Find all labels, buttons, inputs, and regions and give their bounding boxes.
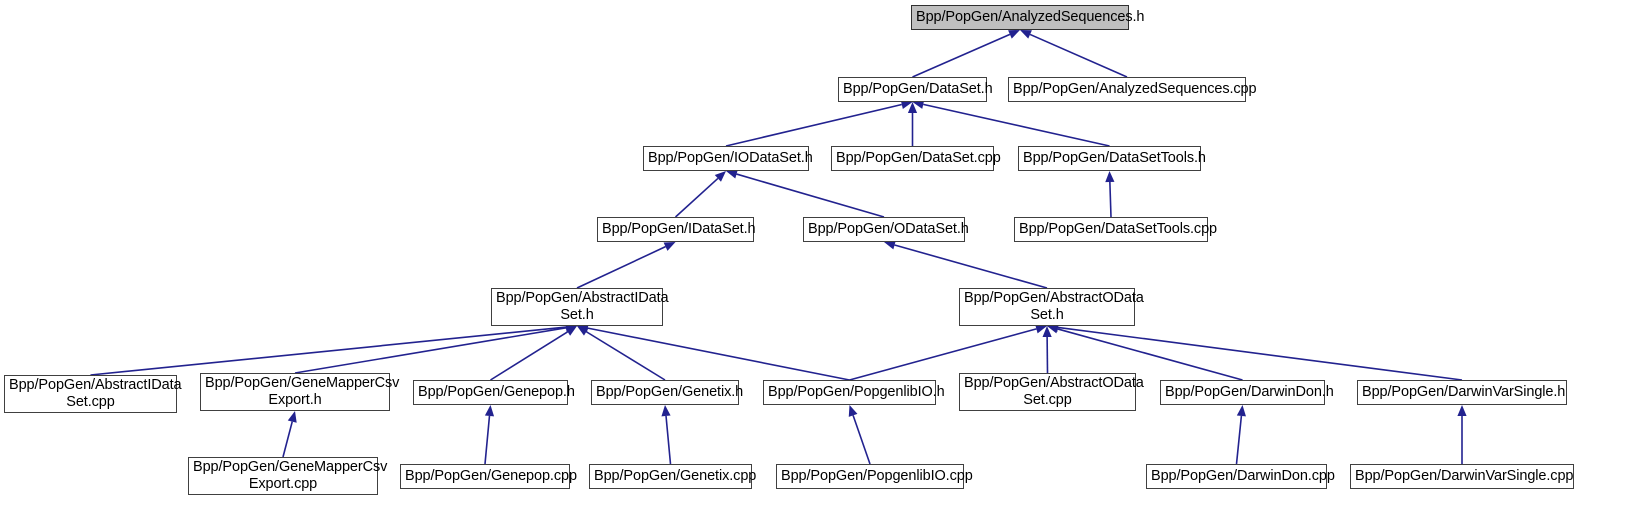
graph-node-label: Bpp/PopGen/DataSet.h — [843, 81, 993, 97]
graph-edge-darwindon_cpp-to-darwindon_h — [1235, 405, 1246, 465]
graph-node-label: Bpp/PopGen/DataSetTools.h — [1023, 150, 1206, 166]
graph-node-darwinvarsingle_cpp[interactable]: Bpp/PopGen/DarwinVarSingle.cpp — [1350, 464, 1574, 489]
graph-node-abstractodataset_cpp[interactable]: Bpp/PopGen/AbstractOData Set.cpp — [959, 373, 1144, 411]
graph-edge-idataset_h-to-iodataset_h — [674, 171, 726, 218]
graph-edge-popgenlibio_cpp-to-popgenlibio_h — [848, 405, 871, 465]
graph-node-label: Bpp/PopGen/PopgenlibIO.cpp — [781, 468, 973, 484]
graph-node-analyzedsequences_h[interactable]: Bpp/PopGen/AnalyzedSequences.h — [911, 5, 1145, 30]
graph-node-genepop_h[interactable]: Bpp/PopGen/Genepop.h — [413, 380, 575, 405]
graph-node-label: Bpp/PopGen/DarwinDon.h — [1165, 384, 1334, 400]
graph-node-label: Bpp/PopGen/IODataSet.h — [648, 150, 813, 166]
graph-edge-darwinvarsingle_cpp-to-darwinvarsingle_h — [1457, 405, 1467, 464]
graph-edge-iodataset_h-to-dataset_h — [725, 100, 913, 147]
graph-node-abstractidataset_cpp[interactable]: Bpp/PopGen/AbstractIData Set.cpp — [4, 375, 182, 413]
graph-edge-popgenlibio_h-to-abstractidataset_h — [577, 323, 850, 381]
graph-edge-genetix_h-to-abstractidataset_h — [577, 326, 666, 381]
graph-node-label: Bpp/PopGen/Genetix.cpp — [594, 468, 757, 484]
graph-node-label: Bpp/PopGen/AnalyzedSequences.h — [916, 9, 1145, 25]
graph-node-genetix_cpp[interactable]: Bpp/PopGen/Genetix.cpp — [589, 464, 757, 489]
graph-node-label: Bpp/PopGen/GeneMapperCsv Export.h — [205, 375, 400, 408]
graph-node-label: Bpp/PopGen/IDataSet.h — [602, 221, 756, 237]
graph-node-popgenlibio_cpp[interactable]: Bpp/PopGen/PopgenlibIO.cpp — [776, 464, 973, 489]
graph-node-label: Bpp/PopGen/ODataSet.h — [808, 221, 969, 237]
graph-node-label: Bpp/PopGen/AbstractIData Set.cpp — [9, 377, 182, 410]
graph-node-odataset_h[interactable]: Bpp/PopGen/ODataSet.h — [803, 217, 969, 242]
graph-node-label: Bpp/PopGen/AbstractOData Set.cpp — [964, 375, 1144, 408]
graph-node-label: Bpp/PopGen/DarwinVarSingle.cpp — [1355, 468, 1574, 484]
graph-node-label: Bpp/PopGen/DataSet.cpp — [836, 150, 1001, 166]
graph-node-iodataset_h[interactable]: Bpp/PopGen/IODataSet.h — [643, 146, 813, 171]
graph-node-label: Bpp/PopGen/Genetix.h — [596, 384, 744, 400]
graph-edge-abstractodataset_cpp-to-abstractodataset_h — [1042, 326, 1052, 374]
graph-node-label: Bpp/PopGen/AbstractOData Set.h — [964, 290, 1144, 323]
graph-edge-darwindon_h-to-abstractodataset_h — [1047, 324, 1243, 381]
graph-node-dataset_h[interactable]: Bpp/PopGen/DataSet.h — [838, 77, 993, 102]
graph-node-label: Bpp/PopGen/GeneMapperCsv Export.cpp — [193, 459, 388, 492]
graph-edge-dataset_cpp-to-dataset_h — [907, 102, 918, 146]
graph-edge-genepop_cpp-to-genepop_h — [484, 405, 495, 465]
graph-edge-genepop_h-to-abstractidataset_h — [490, 326, 577, 381]
graph-node-abstractodataset_h[interactable]: Bpp/PopGen/AbstractOData Set.h — [959, 288, 1144, 326]
graph-edge-abstractidataset_cpp-to-abstractidataset_h — [90, 322, 577, 376]
graph-node-label: Bpp/PopGen/DarwinDon.cpp — [1151, 468, 1335, 484]
graph-node-abstractidataset_h[interactable]: Bpp/PopGen/AbstractIData Set.h — [491, 288, 669, 326]
graph-node-label: Bpp/PopGen/Genepop.cpp — [405, 468, 577, 484]
graph-node-popgenlibio_h[interactable]: Bpp/PopGen/PopgenlibIO.h — [763, 380, 945, 405]
graph-node-idataset_h[interactable]: Bpp/PopGen/IDataSet.h — [597, 217, 756, 242]
graph-node-genetix_h[interactable]: Bpp/PopGen/Genetix.h — [591, 380, 744, 405]
graph-node-dataset_cpp[interactable]: Bpp/PopGen/DataSet.cpp — [831, 146, 1001, 171]
graph-edge-genemappercsvexport_cpp-to-genemappercsvexport_h — [282, 411, 297, 458]
graph-edge-dataset_h-to-analyzedsequences_h — [912, 30, 1020, 78]
graph-edge-odataset_h-to-iodataset_h — [726, 169, 885, 218]
graph-node-label: Bpp/PopGen/PopgenlibIO.h — [768, 384, 945, 400]
graph-node-datasettools_cpp[interactable]: Bpp/PopGen/DataSetTools.cpp — [1014, 217, 1218, 242]
graph-edge-datasettools_h-to-dataset_h — [912, 99, 1110, 147]
graph-node-genemappercsvexport_h[interactable]: Bpp/PopGen/GeneMapperCsv Export.h — [200, 373, 400, 411]
graph-node-datasettools_h[interactable]: Bpp/PopGen/DataSetTools.h — [1018, 146, 1206, 171]
graph-node-genemappercsvexport_cpp[interactable]: Bpp/PopGen/GeneMapperCsv Export.cpp — [188, 457, 388, 495]
graph-node-label: Bpp/PopGen/AbstractIData Set.h — [496, 290, 669, 323]
graph-edge-analyzedsequences_cpp-to-analyzedsequences_h — [1020, 30, 1128, 78]
graph-node-darwindon_cpp[interactable]: Bpp/PopGen/DarwinDon.cpp — [1146, 464, 1335, 489]
graph-node-darwindon_h[interactable]: Bpp/PopGen/DarwinDon.h — [1160, 380, 1334, 405]
graph-edge-abstractidataset_h-to-idataset_h — [576, 242, 676, 289]
graph-node-darwinvarsingle_h[interactable]: Bpp/PopGen/DarwinVarSingle.h — [1357, 380, 1567, 405]
graph-node-label: Bpp/PopGen/DarwinVarSingle.h — [1362, 384, 1566, 400]
graph-edge-genetix_cpp-to-genetix_h — [661, 405, 672, 465]
graph-node-label: Bpp/PopGen/DataSetTools.cpp — [1019, 221, 1218, 237]
graph-edge-genemappercsvexport_h-to-abstractidataset_h — [294, 323, 577, 374]
graph-node-label: Bpp/PopGen/AnalyzedSequences.cpp — [1013, 81, 1257, 97]
graph-edge-abstractodataset_h-to-odataset_h — [884, 240, 1048, 289]
graph-node-genepop_cpp[interactable]: Bpp/PopGen/Genepop.cpp — [400, 464, 577, 489]
graph-edge-darwinvarsingle_h-to-abstractodataset_h — [1047, 322, 1463, 381]
graph-node-label: Bpp/PopGen/Genepop.h — [418, 384, 575, 400]
graph-edge-datasettools_cpp-to-datasettools_h — [1105, 171, 1115, 218]
graph-edge-popgenlibio_h-to-abstractodataset_h — [849, 324, 1047, 381]
graph-node-analyzedsequences_cpp[interactable]: Bpp/PopGen/AnalyzedSequences.cpp — [1008, 77, 1257, 102]
